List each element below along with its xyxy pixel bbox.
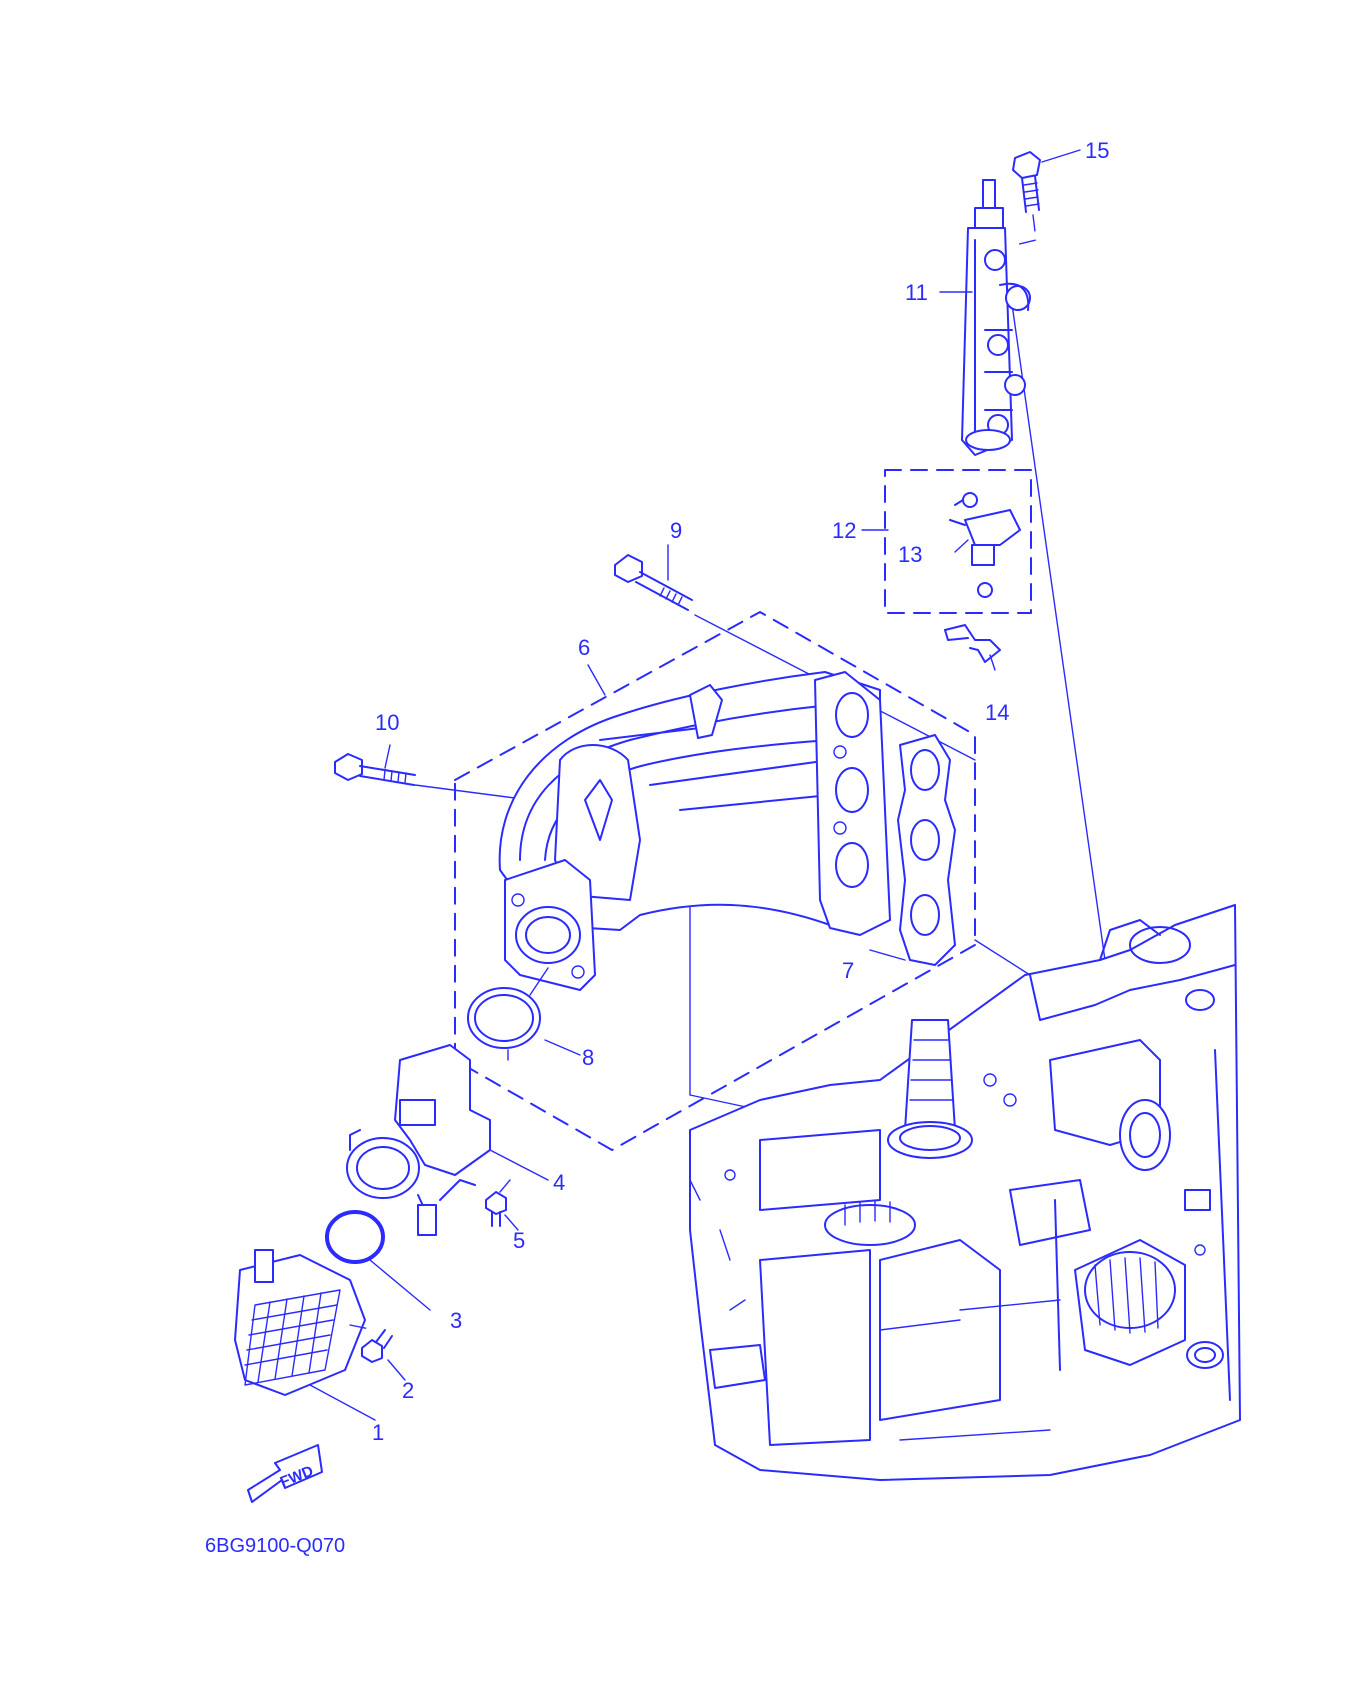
callout-label-3: 3 <box>450 1308 462 1333</box>
sensor-kit-group-outline <box>884 469 1032 614</box>
part-6-intake-manifold <box>498 671 891 991</box>
part-1-silencer <box>234 1249 376 1396</box>
callout-label-5: 5 <box>513 1228 525 1253</box>
part-14-clip <box>944 624 1001 663</box>
part-13-sensor <box>949 492 1021 598</box>
part-5-screw <box>485 1179 511 1227</box>
callout-label-13: 13 <box>898 542 922 567</box>
callout-label-1: 1 <box>372 1420 384 1445</box>
part-4-throttle-body <box>346 1044 491 1236</box>
part-9-bolt <box>614 554 693 611</box>
callout-label-8: 8 <box>582 1045 594 1070</box>
part-7-gasket <box>897 734 956 966</box>
callout-leaders <box>309 149 1081 1421</box>
part-11-fuel-rail <box>961 179 1031 456</box>
callout-label-6: 6 <box>578 635 590 660</box>
diagram-code: 6BG9100-Q070 <box>205 1535 345 1557</box>
part-10-bolt <box>334 753 416 786</box>
callout-label-11: 11 <box>905 280 928 305</box>
part-8-gasket <box>467 967 549 1061</box>
callout-label-14: 14 <box>985 700 1009 725</box>
part-2-screw <box>361 1329 393 1363</box>
callout-label-4: 4 <box>553 1170 565 1195</box>
callout-label-7: 7 <box>842 958 854 983</box>
part-15-bolt <box>1012 151 1041 246</box>
forward-direction-arrow: FWD <box>247 1444 323 1503</box>
callout-label-2: 2 <box>402 1378 414 1403</box>
engine-block <box>689 904 1241 1481</box>
part-3-o-ring <box>325 1210 385 1264</box>
callout-label-15: 15 <box>1085 138 1109 163</box>
callout-labels: 1 2 3 4 5 6 7 8 9 10 11 12 13 14 15 <box>372 138 1109 1445</box>
callout-label-10: 10 <box>375 710 399 735</box>
callout-label-12: 12 <box>832 518 856 543</box>
callout-label-9: 9 <box>670 518 682 543</box>
